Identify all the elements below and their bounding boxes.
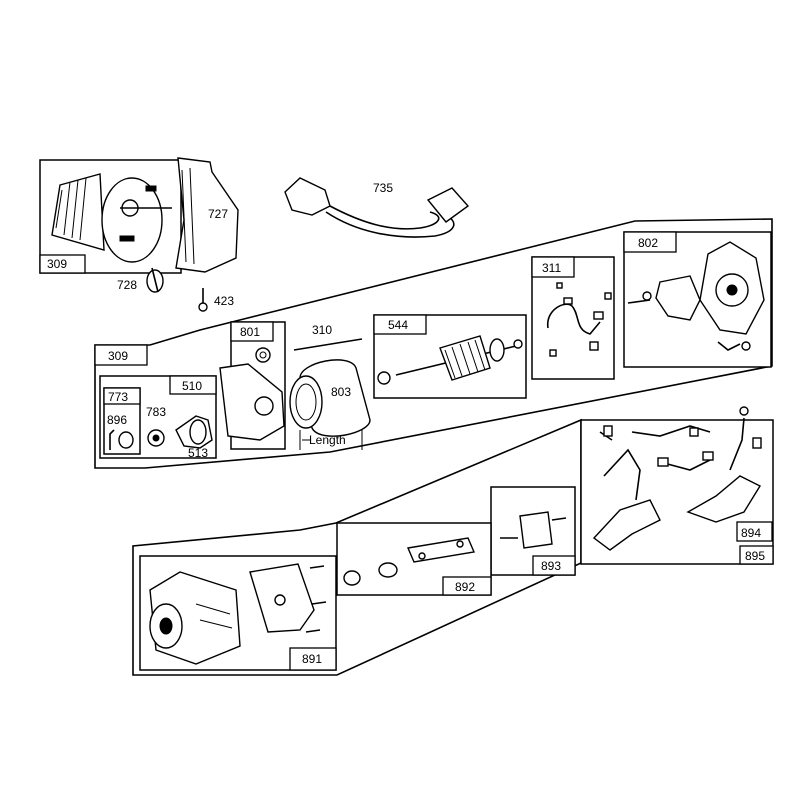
cord-plug-drawing xyxy=(284,177,331,216)
part-label-735: 735 xyxy=(373,181,393,195)
part-label-510: 510 xyxy=(182,379,202,393)
part-label-309-starter: 309 xyxy=(108,349,128,363)
part-label-773: 773 xyxy=(108,390,128,404)
part-label-891: 891 xyxy=(302,652,322,666)
clip-896-drawing xyxy=(109,429,115,450)
length-dimension-label: Length xyxy=(309,433,346,447)
part-label-728: 728 xyxy=(117,278,137,292)
part-label-727: 727 xyxy=(208,207,228,221)
part-label-544: 544 xyxy=(388,318,408,332)
part-group-735: 735 xyxy=(284,177,470,238)
cord-connector-drawing xyxy=(426,187,470,223)
part-label-894: 894 xyxy=(741,526,761,540)
washer-544-drawing xyxy=(377,371,391,385)
flywheel-cover-drawing xyxy=(101,177,163,263)
part-group-891: 891 xyxy=(139,555,337,671)
part-group-893: 893 xyxy=(490,486,576,576)
part-group-311: 311 xyxy=(531,256,615,380)
through-bolt-310-drawing xyxy=(293,338,363,351)
cover-727-drawing xyxy=(175,157,239,273)
part-group-892: 892 xyxy=(336,522,492,596)
retainer-896-drawing xyxy=(118,431,134,449)
part-label-895: 895 xyxy=(745,549,765,563)
rectifier-893-drawing xyxy=(519,511,553,549)
part-label-309-top: 309 xyxy=(47,257,67,271)
part-label-311: 311 xyxy=(542,261,561,275)
part-label-801: 801 xyxy=(240,325,260,339)
wire-894-drawing xyxy=(603,448,641,501)
flywheel-housing-drawing xyxy=(51,173,105,251)
brush-spring-311-drawing xyxy=(547,303,601,335)
part-group-773-510: 773 510 896 783 513 xyxy=(99,375,217,460)
part-label-783: 783 xyxy=(146,405,166,419)
part-label-893: 893 xyxy=(541,559,561,573)
switch-894-right-drawing xyxy=(686,475,761,523)
part-label-box-309-top xyxy=(39,254,86,274)
part-group-801: 801 xyxy=(219,321,286,450)
part-group-803: 803 Length xyxy=(289,359,371,450)
part-label-892: 892 xyxy=(455,580,475,594)
drive-end-cap-801-drawing xyxy=(219,363,285,441)
part-label-802: 802 xyxy=(638,236,658,250)
starter-assembly-outline xyxy=(94,218,773,469)
part-group-802: 802 xyxy=(623,231,772,368)
part-label-310: 310 xyxy=(312,323,332,337)
switch-894-left-drawing xyxy=(592,499,661,551)
part-label-423: 423 xyxy=(214,294,234,308)
part-label-896: 896 xyxy=(107,413,127,427)
part-group-895: 895 894 xyxy=(580,406,774,565)
part-label-803: 803 xyxy=(331,385,351,399)
screw-423-drawing xyxy=(198,302,208,312)
brush-holder-802-drawing xyxy=(655,275,701,321)
part-group-544: 544 xyxy=(373,314,527,399)
part-label-box-309-starter xyxy=(94,344,148,366)
part-group-309-727: 309 727 728 423 xyxy=(39,157,239,312)
part-label-513: 513 xyxy=(188,446,208,460)
